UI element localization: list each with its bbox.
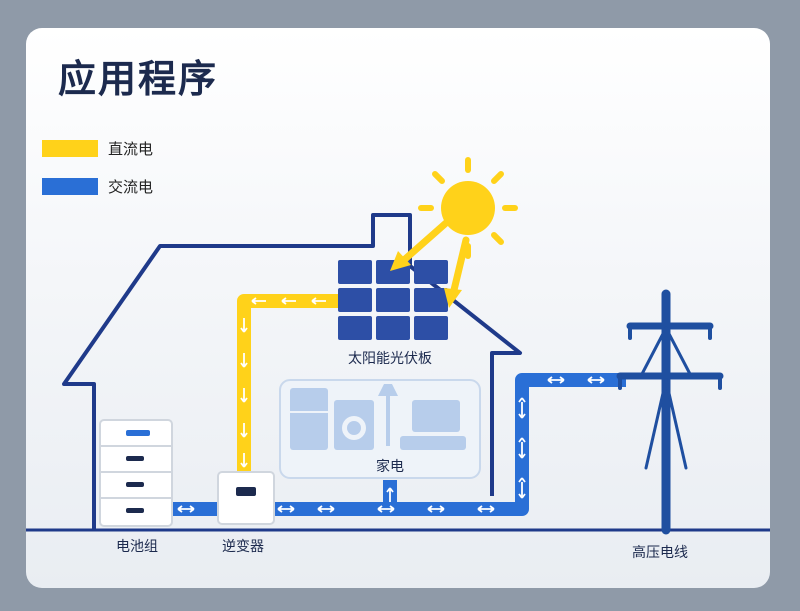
- legend-swatch-ac: [42, 178, 98, 195]
- power-line-label: 高压电线: [632, 545, 688, 561]
- solar-panel: [338, 260, 448, 340]
- legend-label-ac: 交流电: [108, 178, 154, 196]
- solar-panel-label: 太阳能光伏板: [348, 351, 432, 367]
- dc-wire: [237, 294, 338, 478]
- sunlight-arrows: [390, 219, 470, 308]
- battery-label: 电池组: [116, 539, 158, 555]
- legend-swatch-dc: [42, 140, 98, 157]
- power-pylon-icon: [616, 289, 724, 535]
- diagram-card: 应用程序 直流电 交流电: [26, 28, 770, 588]
- appliances-label: 家电: [376, 459, 404, 475]
- energy-flow-diagram: [26, 157, 770, 535]
- appliances-icon: [279, 379, 481, 479]
- battery-icon: [99, 419, 173, 527]
- legend-label-dc: 直流电: [108, 140, 154, 158]
- legend-item-ac: 交流电: [42, 176, 153, 197]
- ac-flow-arrows: [177, 376, 605, 513]
- sun-icon: [418, 157, 518, 259]
- dc-flow-arrows: [240, 297, 326, 468]
- house-outline: [62, 213, 522, 530]
- legend-item-dc: 直流电: [42, 138, 153, 159]
- page-title: 应用程序: [58, 57, 219, 101]
- inverter-icon: [217, 471, 275, 525]
- inverter-label: 逆变器: [222, 539, 264, 555]
